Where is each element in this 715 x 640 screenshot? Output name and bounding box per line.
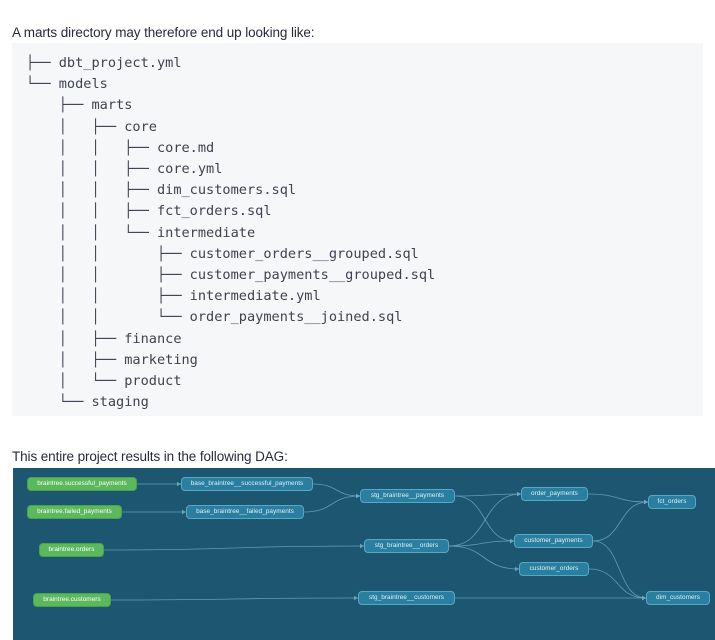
dag-edge-stg_braintree__payments-to-customer_payments bbox=[454, 495, 515, 542]
dag-edge-arrowhead bbox=[360, 543, 364, 549]
dag-edge-arrowhead bbox=[356, 493, 360, 499]
dag-node-customer_payments[interactable]: customer_payments bbox=[514, 534, 593, 548]
dag-node-customer_orders[interactable]: customer_orders bbox=[519, 562, 589, 576]
dag-edge-braintree_orders-to-stg_braintree__orders bbox=[103, 545, 365, 551]
dag-edge-stg_braintree__orders-to-order_payments bbox=[448, 493, 522, 547]
dag-edge-customer_payments-to-fct_orders bbox=[592, 501, 649, 542]
dag-edge-arrowhead bbox=[510, 538, 514, 544]
dag-edge-arrowhead bbox=[177, 481, 181, 487]
dag-edge-base_braintree__successful_payments-to-stg_braintree__payments bbox=[312, 483, 361, 497]
dag-node-stg_braintree__payments[interactable]: stg_braintree__payments bbox=[360, 489, 455, 503]
dag-edge-order_payments-to-fct_orders bbox=[587, 493, 649, 503]
dag-node-base_braintree__failed_payments[interactable]: base_braintree__failed_payments bbox=[186, 505, 304, 519]
dag-edge-customer_payments-to-dim_customers bbox=[592, 540, 647, 599]
dag-edge-braintree_customers-to-stg_braintree__customers bbox=[110, 597, 359, 601]
dag-node-braintree_orders[interactable]: braintree.orders bbox=[39, 543, 104, 557]
dag-edge-stg_braintree__orders-to-customer_orders bbox=[448, 545, 520, 570]
dag-edge-arrowhead bbox=[182, 509, 186, 515]
directory-tree-text: ├── dbt_project.yml └── models ├── marts… bbox=[26, 55, 436, 411]
dag-edge-arrowhead bbox=[644, 499, 648, 505]
dag-node-dim_customers[interactable]: dim_customers bbox=[646, 591, 710, 605]
dag-node-braintree_successful_payments[interactable]: braintree.successful_payments bbox=[27, 477, 137, 491]
dag-node-order_payments[interactable]: order_payments bbox=[521, 487, 588, 501]
dag-node-stg_braintree__customers[interactable]: stg_braintree__customers bbox=[358, 591, 455, 605]
dag-edge-customer_orders-to-dim_customers bbox=[588, 568, 647, 599]
dag-node-fct_orders[interactable]: fct_orders bbox=[648, 495, 696, 509]
dag-edge-base_braintree__failed_payments-to-stg_braintree__payments bbox=[303, 495, 361, 513]
directory-tree-code-block: ├── dbt_project.yml └── models ├── marts… bbox=[12, 43, 703, 416]
dag-caption: This entire project results in the follo… bbox=[12, 448, 288, 464]
intro-paragraph: A marts directory may therefore end up l… bbox=[12, 24, 315, 40]
dag-edge-arrowhead bbox=[354, 595, 358, 601]
dag-edge-stg_braintree__payments-to-order_payments bbox=[454, 493, 522, 497]
dag-node-stg_braintree__orders[interactable]: stg_braintree__orders bbox=[364, 539, 449, 553]
dag-edge-arrowhead bbox=[517, 491, 521, 497]
dag-node-braintree_customers[interactable]: braintree.customers bbox=[33, 593, 111, 607]
dag-panel[interactable]: braintree.successful_payments braintree.f… bbox=[13, 468, 715, 640]
dag-edge-arrowhead bbox=[642, 595, 646, 601]
dag-node-braintree_failed_payments[interactable]: braintree.failed_payments bbox=[27, 505, 122, 519]
dag-edge-arrowhead bbox=[515, 566, 519, 572]
dag-node-base_braintree__successful_payments[interactable]: base_braintree__successful_payments bbox=[181, 477, 313, 491]
dag-edge-stg_braintree__orders-to-customer_payments bbox=[448, 540, 515, 547]
dag-edges bbox=[103, 481, 649, 601]
